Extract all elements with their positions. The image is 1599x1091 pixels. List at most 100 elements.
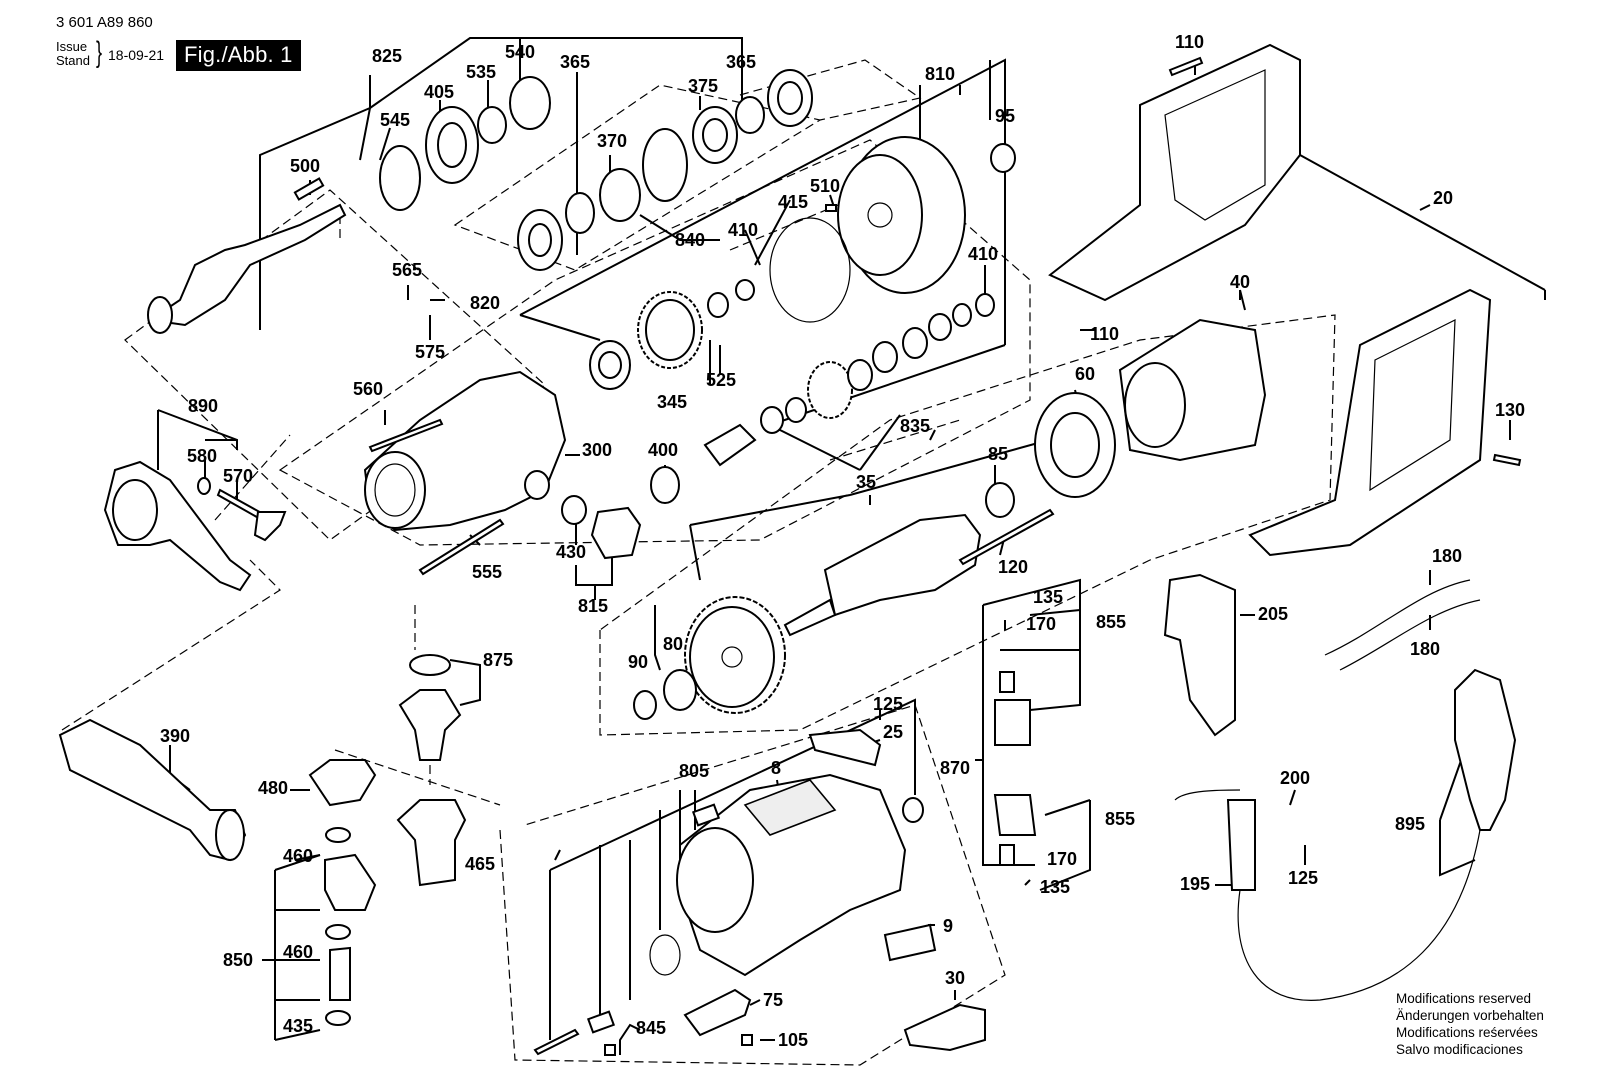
label-9: 9: [943, 916, 953, 936]
label-35: 35: [856, 472, 876, 492]
label-75: 75: [763, 990, 783, 1010]
label-95: 95: [995, 106, 1015, 126]
label-850: 850: [223, 950, 253, 970]
large-gear-part: [633, 596, 786, 720]
label-195: 195: [1180, 874, 1210, 894]
label-855b: 855: [1105, 809, 1135, 829]
label-180b: 180: [1410, 639, 1440, 659]
label-435: 435: [283, 1016, 313, 1036]
modifications-note: Modifications reserved Änderungen vorbeh…: [1396, 990, 1544, 1058]
label-20: 20: [1433, 188, 1453, 208]
label-405: 405: [424, 82, 454, 102]
label-125a: 125: [873, 694, 903, 714]
label-825: 825: [372, 46, 402, 66]
label-460b: 460: [283, 942, 313, 962]
label-525: 525: [706, 370, 736, 390]
gear-train: [589, 291, 995, 504]
label-110b: 110: [1090, 324, 1119, 344]
label-510: 510: [810, 176, 840, 196]
label-460a: 460: [283, 846, 313, 866]
label-180a: 180: [1432, 546, 1462, 566]
rings-top: [379, 69, 813, 271]
label-25: 25: [883, 722, 903, 742]
label-410b: 410: [968, 244, 998, 264]
issue-label-en: Issue: [56, 39, 88, 54]
document-number: 3 601 A89 860: [56, 14, 153, 31]
label-105: 105: [778, 1030, 808, 1050]
label-40: 40: [1230, 272, 1250, 292]
label-200: 200: [1280, 768, 1310, 788]
label-110a: 110: [1175, 32, 1204, 52]
label-130: 130: [1495, 400, 1525, 420]
label-890: 890: [188, 396, 218, 416]
label-370: 370: [597, 131, 627, 151]
label-820: 820: [470, 293, 500, 313]
label-410a: 410: [728, 220, 758, 240]
label-345: 345: [657, 392, 687, 412]
spindle-part: [147, 177, 347, 334]
label-365a: 365: [560, 52, 590, 72]
label-870: 870: [940, 758, 970, 778]
label-375: 375: [688, 76, 718, 96]
handle-housing-part: [1048, 43, 1301, 302]
label-8: 8: [771, 758, 781, 778]
flange-part: [735, 136, 1016, 323]
issue-label: Issue Stand: [56, 40, 90, 68]
label-805: 805: [679, 761, 709, 781]
label-465: 465: [465, 854, 495, 874]
label-85: 85: [988, 444, 1008, 464]
note-es: Salvo modificaciones: [1396, 1042, 1523, 1057]
label-430: 430: [556, 542, 586, 562]
motor-housing-part: [649, 728, 937, 977]
label-580: 580: [187, 446, 217, 466]
label-855a: 855: [1096, 612, 1126, 632]
label-170b: 170: [1047, 849, 1077, 869]
label-120: 120: [998, 557, 1028, 577]
label-80: 80: [663, 634, 683, 654]
switch-part: [1163, 573, 1236, 737]
label-400: 400: [648, 440, 678, 460]
note-de: Änderungen vorbehalten: [1396, 1008, 1544, 1023]
note-fr: Modifications reśervées: [1396, 1025, 1538, 1040]
label-30: 30: [945, 968, 965, 988]
label-135b: 135: [1040, 877, 1070, 897]
label-895: 895: [1395, 814, 1425, 834]
label-60: 60: [1075, 364, 1095, 384]
label-365b: 365: [726, 52, 756, 72]
label-415: 415: [778, 192, 808, 212]
side-handle-part: [58, 718, 247, 862]
label-545: 545: [380, 110, 410, 130]
label-540: 540: [505, 42, 535, 62]
issue-label-de: Stand: [56, 53, 90, 68]
part-labels: 825 540 365 365 405 535 375 545 370 500 …: [160, 32, 1525, 1050]
label-205: 205: [1258, 604, 1288, 624]
armature-part: [783, 482, 1055, 637]
rear-handle-part: [1248, 288, 1522, 557]
label-835: 835: [900, 416, 930, 436]
aux-handle-part: [103, 460, 287, 592]
label-135a: 135: [1033, 587, 1063, 607]
cord-part: [1174, 668, 1517, 1001]
label-555: 555: [472, 562, 502, 582]
label-815: 815: [578, 596, 608, 616]
clamp-parts: [308, 654, 467, 1026]
label-565: 565: [392, 260, 422, 280]
label-840: 840: [675, 230, 705, 250]
wires-part: [1324, 579, 1481, 671]
note-en: Modifications reserved: [1396, 991, 1532, 1006]
label-535: 535: [466, 62, 496, 82]
brace-glyph: }: [96, 36, 103, 69]
label-575: 575: [415, 342, 445, 362]
brush-holders-part: [993, 671, 1037, 866]
label-300: 300: [582, 440, 612, 460]
label-90: 90: [628, 652, 648, 672]
label-125b: 125: [1288, 868, 1318, 888]
parts: [58, 43, 1522, 1056]
issue-date: 18-09-21: [108, 47, 165, 63]
field-part: [1034, 318, 1267, 498]
label-500: 500: [290, 156, 320, 176]
label-480: 480: [258, 778, 288, 798]
label-560: 560: [353, 379, 383, 399]
